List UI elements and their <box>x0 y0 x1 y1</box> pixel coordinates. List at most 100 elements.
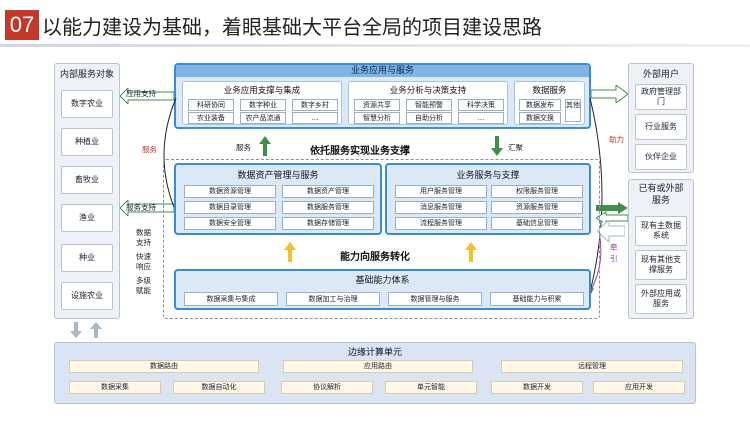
data-support-label: 数据支持 <box>136 228 151 247</box>
existing-service-item-1: 现有其他支撑服务 <box>635 250 687 280</box>
data-asset-panel: 数据资产管理与服务 数据资源管理 数据资产管理 数据目录管理 数据服务管理 数据… <box>174 163 382 235</box>
chip-agri-equipment: 农业装备 <box>188 112 234 124</box>
chip-app-routing: 应用路由 <box>283 360 473 373</box>
edge-down-arrow <box>70 322 82 338</box>
chip-remote-mgmt: 远程管理 <box>501 360 683 373</box>
chip-process-service-mgmt: 流程服务管理 <box>395 217 487 230</box>
edge-computing-panel: 边缘计算单元 数据路由 应用路由 远程管理 数据采集 数据自动化 协议解析 单元… <box>54 342 696 404</box>
analysis-decision-group-title: 业务分析与决策支持 <box>389 86 467 96</box>
chip-message-service-mgmt: 消息服务管理 <box>395 201 487 214</box>
chip-app-dev: 应用开发 <box>593 381 685 394</box>
chip-data-storage-mgmt: 数据存储管理 <box>282 217 374 230</box>
existing-services-title: 已有或外部服务 <box>638 184 684 206</box>
service-support-arrow <box>120 200 174 216</box>
internal-item-3: 渔业 <box>61 204 113 232</box>
data-service-group: 数据服务 数据发布 数据交换 其他 <box>514 81 585 125</box>
multi-empower-label: 多级赋能 <box>136 276 151 295</box>
chip-more-2: ... <box>458 112 504 124</box>
to-existing-services-arrow <box>596 202 628 222</box>
edge-up-arrow <box>90 322 102 338</box>
existing-services-panel: 已有或外部服务 现有主数据系统 现有其他支撑服务 外部应用或服务 <box>628 179 694 319</box>
chip-resource-service-mgmt: 资源服务管理 <box>491 201 583 214</box>
internal-service-panel: 内部服务对象 数字农业 种植业 畜牧业 渔业 种业 设施农业 <box>54 63 120 319</box>
business-service-panel: 业务服务与支撑 用户服务管理 权限服务管理 消息服务管理 资源服务管理 流程服务… <box>385 163 591 235</box>
gather-down-arrow <box>491 136 503 156</box>
existing-service-item-0: 现有主数据系统 <box>635 216 687 246</box>
data-asset-title: 数据资产管理与服务 <box>237 171 319 181</box>
chip-data-exchange: 数据交换 <box>519 112 561 124</box>
page-title: 以能力建设为基础，着眼基础大平台全局的项目建设思路 <box>42 15 542 39</box>
chip-data-asset-mgmt: 数据资产管理 <box>282 185 374 198</box>
empower-label: 助力 <box>609 135 624 144</box>
service-support-label: 服务支持 <box>126 203 156 212</box>
chip-data-security-mgmt: 数据安全管理 <box>184 217 276 230</box>
app-support-group-title: 业务应用支撑与集成 <box>223 86 301 96</box>
external-users-title: 外部用户 <box>642 70 679 80</box>
title-divider <box>0 44 750 47</box>
chip-smart-analysis: 智慧分析 <box>354 112 400 124</box>
platform-core-region <box>163 159 600 319</box>
to-external-users-arrow <box>591 85 628 103</box>
internal-item-0: 数字农业 <box>61 90 113 118</box>
business-service-title: 业务服务与支撑 <box>456 171 520 181</box>
gather-label: 汇聚 <box>508 143 523 152</box>
app-support-arrow <box>120 88 174 104</box>
chip-resource-share: 资源共享 <box>354 99 400 111</box>
service-up-arrow <box>259 136 271 156</box>
data-service-group-title: 数据服务 <box>532 86 567 96</box>
chip-data-collect-integrate: 数据采集与集成 <box>184 292 278 306</box>
existing-service-item-2: 外部应用或服务 <box>635 284 687 314</box>
analysis-decision-group: 业务分析与决策支持 资源共享 智能预警 科学决策 智慧分析 自助分析 ... <box>348 81 508 125</box>
chip-data-dev: 数据开发 <box>491 381 583 394</box>
chip-base-capability-accum: 基础能力与积累 <box>490 292 584 306</box>
app-support-group: 业务应用支撑与集成 科研协同 数字种业 数字乡村 农业装备 农产品流通 ... <box>182 81 342 125</box>
chip-data-automation: 数据自动化 <box>173 381 265 394</box>
rely-service-title: 依托服务实现业务支撑 <box>310 146 410 157</box>
title-number: 07 <box>5 10 39 40</box>
chip-other: 其他 <box>565 99 581 122</box>
fast-response-label: 快速响应 <box>136 252 151 271</box>
edge-computing-title: 边缘计算单元 <box>347 348 402 358</box>
chip-data-manage-serve: 数据管理与服务 <box>388 292 482 306</box>
chip-unit-intelligence: 单元智能 <box>385 381 477 394</box>
chip-data-collect: 数据采集 <box>69 381 161 394</box>
internal-item-1: 种植业 <box>61 128 113 156</box>
service-mid-label: 服务 <box>236 143 251 152</box>
pull-label: 牵引 <box>610 243 618 263</box>
chip-more-1: ... <box>292 112 338 124</box>
pull-arrow <box>597 220 625 242</box>
chip-data-process-govern: 数据加工与治理 <box>286 292 380 306</box>
chip-digital-village: 数字乡村 <box>292 99 338 111</box>
capability-transform-title: 能力向服务转化 <box>340 252 410 263</box>
service-left-label: 服务 <box>142 145 157 154</box>
base-capability-panel: 基础能力体系 数据采集与集成 数据加工与治理 数据管理与服务 基础能力与积累 <box>174 269 591 310</box>
business-app-panel: 业务应用与服务 业务应用支撑与集成 科研协同 数字种业 数字乡村 农业装备 农产… <box>174 63 591 129</box>
internal-item-2: 畜牧业 <box>61 166 113 194</box>
external-user-item-0: 政府管理部门 <box>635 84 687 110</box>
chip-data-resource-mgmt: 数据资源管理 <box>184 185 276 198</box>
left-curve-line <box>163 97 177 213</box>
chip-digital-seed: 数字种业 <box>240 99 286 111</box>
capability-up-arrow-right <box>465 242 477 262</box>
base-capability-title: 基础能力体系 <box>355 276 410 286</box>
chip-data-service-mgmt: 数据服务管理 <box>282 201 374 214</box>
chip-data-catalog-mgmt: 数据目录管理 <box>184 201 276 214</box>
external-users-panel: 外部用户 政府管理部门 行业服务 伙伴企业 <box>628 63 694 173</box>
external-user-item-1: 行业服务 <box>635 114 687 140</box>
external-user-item-2: 伙伴企业 <box>635 144 687 170</box>
capability-up-arrow-left <box>284 242 296 262</box>
chip-data-routing: 数据路由 <box>69 360 259 373</box>
internal-item-5: 设施农业 <box>61 282 113 310</box>
chip-permission-service-mgmt: 权限服务管理 <box>491 185 583 198</box>
app-support-label: 应用支持 <box>126 89 156 98</box>
title-bar: 07 以能力建设为基础，着眼基础大平台全局的项目建设思路 <box>0 0 750 50</box>
chip-protocol-parse: 协议解析 <box>281 381 373 394</box>
business-app-title: 业务应用与服务 <box>176 65 589 77</box>
chip-smart-warning: 智能预警 <box>406 99 452 111</box>
chip-research-collab: 科研协同 <box>188 99 234 111</box>
right-curve-line <box>589 97 603 293</box>
internal-service-title: 内部服务对象 <box>59 70 114 80</box>
chip-scientific-decision: 科学决策 <box>458 99 504 111</box>
chip-data-publish: 数据发布 <box>519 99 561 111</box>
chip-agri-circulation: 农产品流通 <box>240 112 286 124</box>
